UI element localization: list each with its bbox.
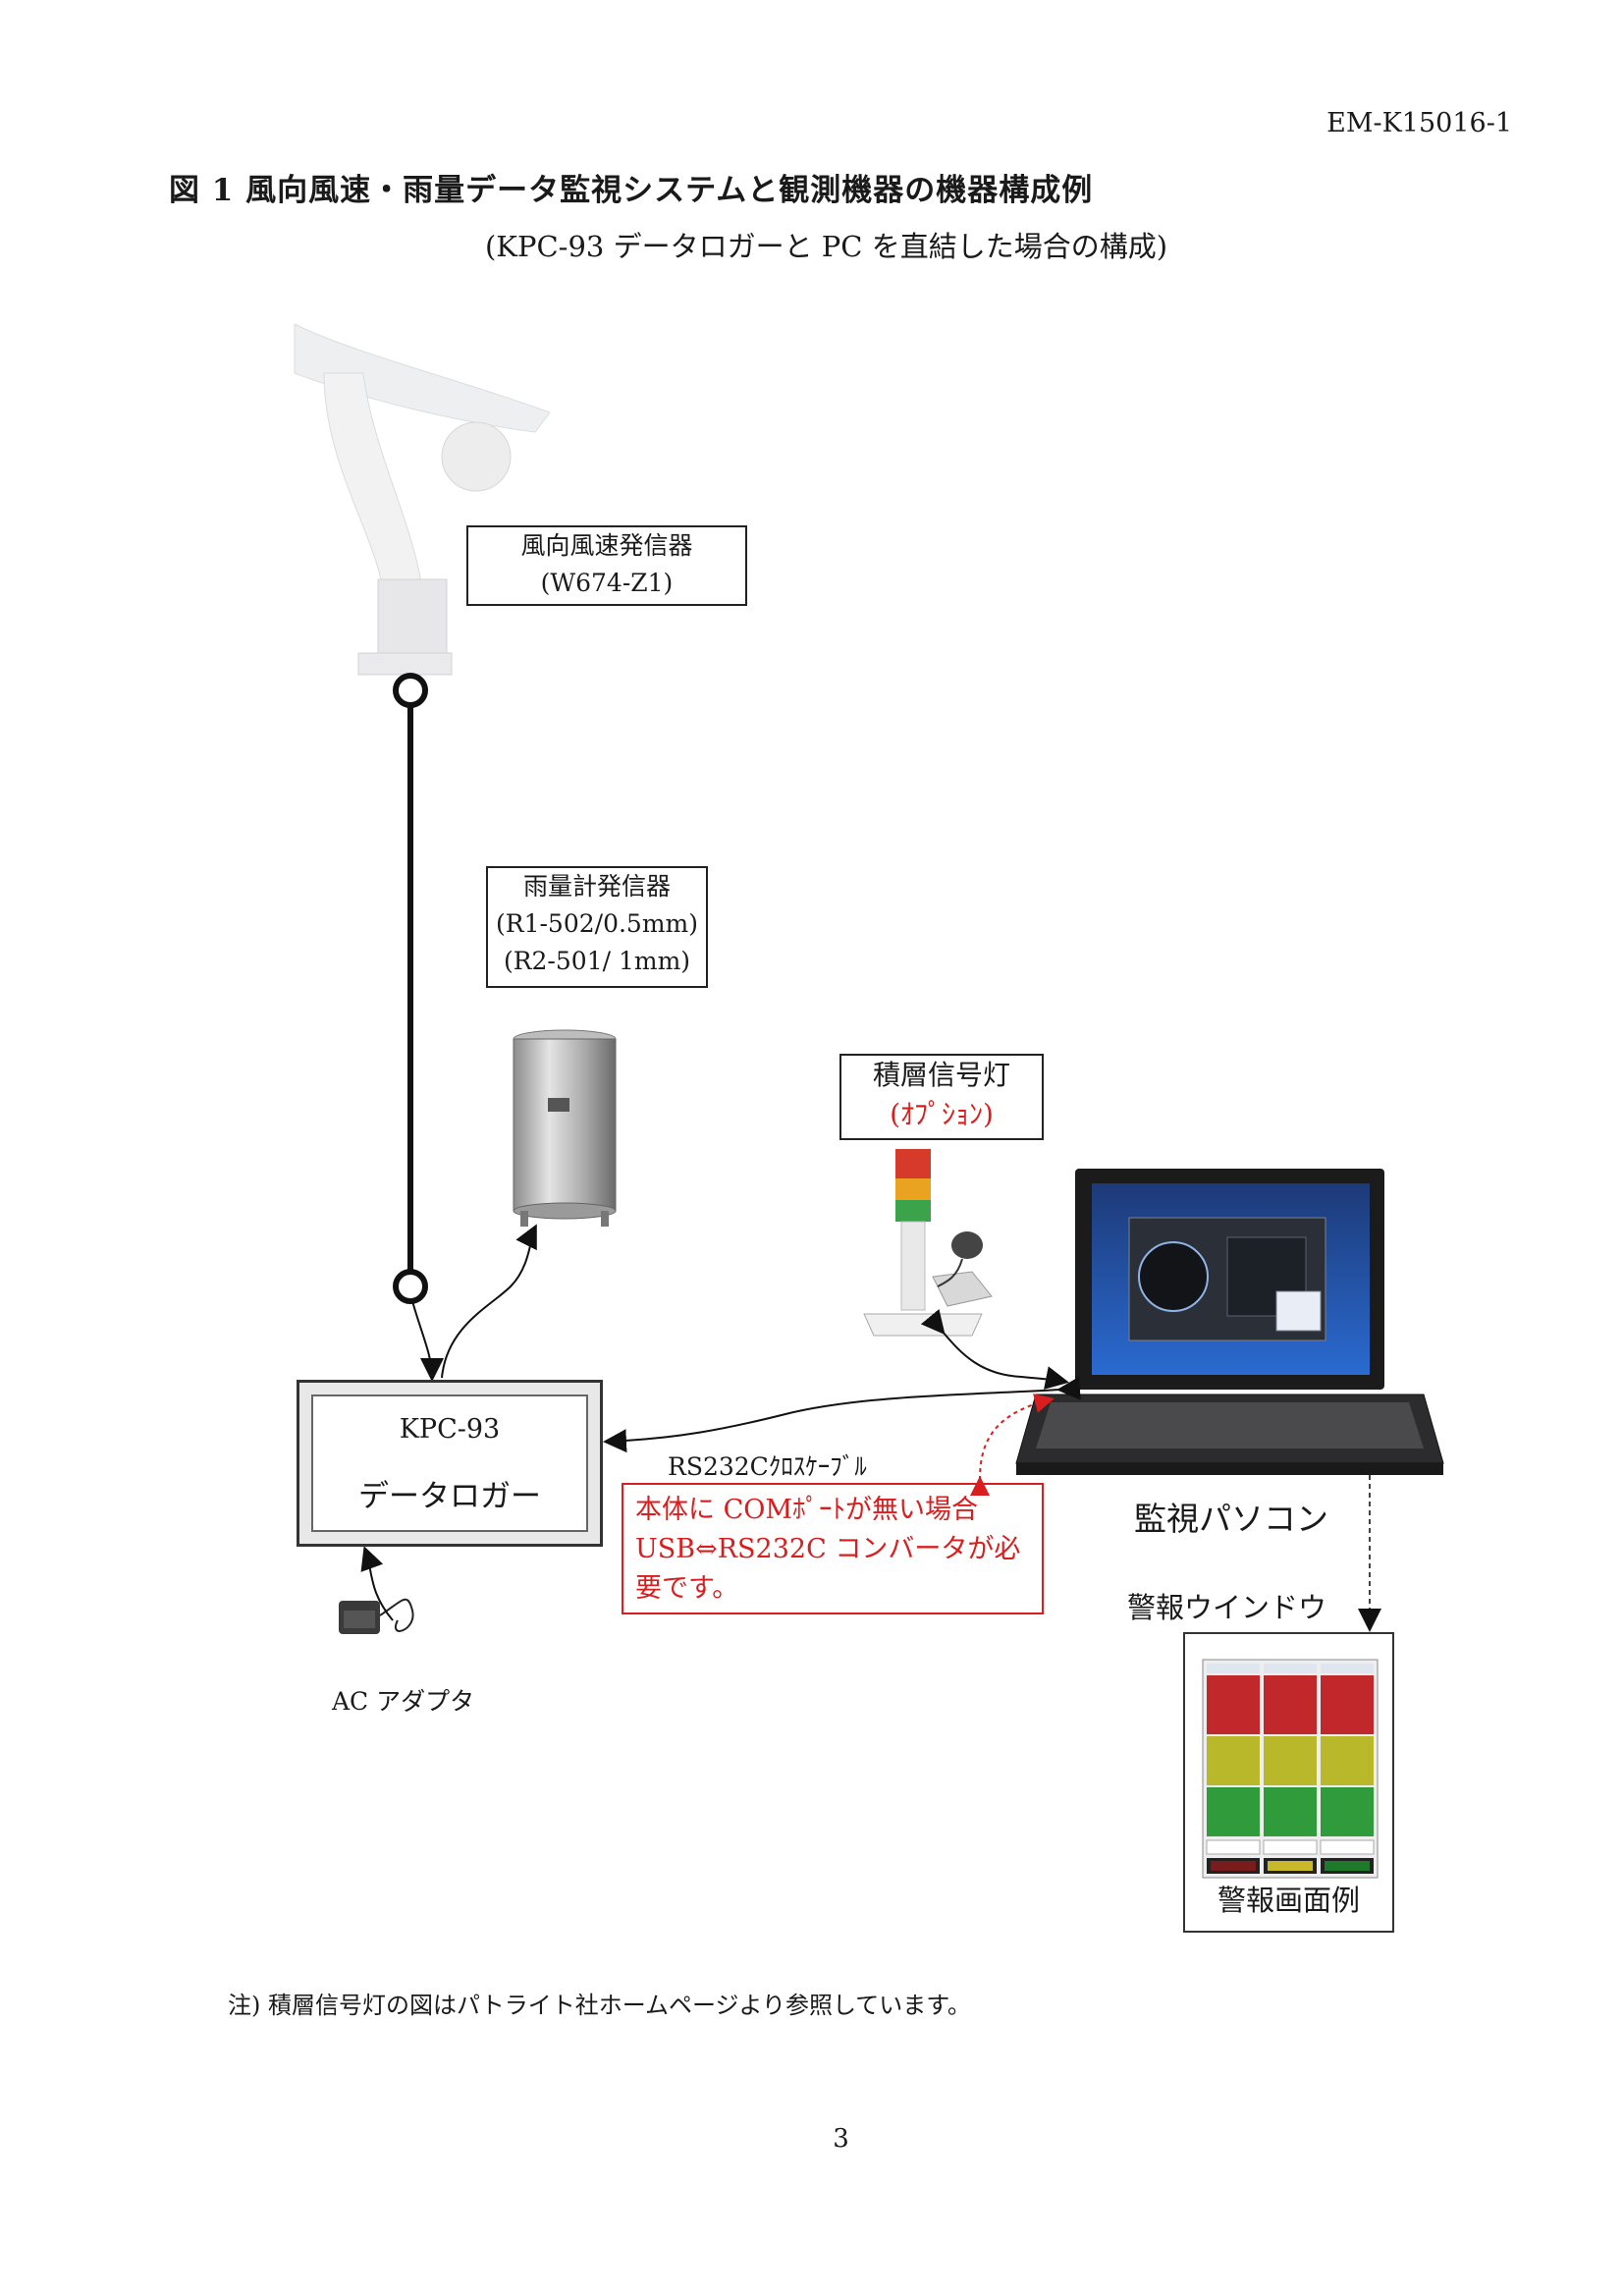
alarm-window-example: 警報画面例 [1183,1632,1394,1933]
monitoring-pc-label: 監視パソコン [1134,1500,1328,1538]
converter-note-line-2: USB⇔RS232C コンバータが必 [635,1534,1021,1564]
data-logger-box: KPC-93 データロガー [297,1380,603,1547]
laptop-illustration [1015,1169,1444,1475]
ac-adapter-cable [360,1546,394,1621]
converter-note: 本体に COMﾎﾟｰﾄが無い場合 USB⇔RS232C コンバータが必 要です。 [622,1483,1044,1614]
page-number: 3 [833,2124,849,2154]
document-id: EM-K15016-1 [1326,108,1512,138]
signal-light-name: 積層信号灯 [872,1059,1010,1091]
data-logger-model: KPC-93 [399,1414,501,1445]
rs232c-cable [603,1376,1081,1453]
wind-sensor-label: 風向風速発信器 (W674-Z1) [466,525,747,606]
figure-title: 図 1 風向風速・雨量データ監視システムと観測機器の機器構成例 [169,173,1094,208]
converter-note-arrow [969,1394,1055,1497]
figure-subtitle: (KPC-93 データロガーと PC を直結した場合の構成) [484,230,1168,263]
signal-light-option: (ｵﾌﾟｼｮﾝ) [890,1098,994,1130]
alarm-column-1 [1206,1664,1261,1874]
alarm-column-3 [1320,1664,1375,1874]
rs232c-cable-label: RS232Cｸﾛｽｹｰﾌﾞﾙ [668,1452,867,1481]
rain-gauge-name: 雨量計発信器 [522,872,671,901]
rain-gauge-model-1: (R1-502/0.5mm) [496,909,698,938]
ac-adapter-illustration [339,1598,414,1634]
footnote: 注) 積層信号灯の図はパトライト社ホームページより参照しています。 [228,1992,971,2019]
converter-note-line-3: 要です。 [635,1573,739,1604]
signal-light-label: 積層信号灯 (ｵﾌﾟｼｮﾝ) [839,1054,1044,1140]
alarm-screen-drawing [1202,1659,1379,1879]
wind-sensor-cable [393,673,444,1382]
alarm-screen-caption: 警報画面例 [1217,1884,1360,1917]
data-logger-name: データロガー [358,1479,541,1514]
wind-sensor-name: 風向風速発信器 [520,531,693,560]
converter-note-line-1: 本体に COMﾎﾟｰﾄが無い場合 [635,1495,979,1525]
rain-gauge-label: 雨量計発信器 (R1-502/0.5mm) (R2-501/ 1mm) [486,866,708,988]
rain-gauge-illustration [513,1029,617,1227]
alarm-window-label: 警報ウインドウ [1127,1591,1327,1624]
wind-sensor-model: (W674-Z1) [540,569,674,597]
ac-adapter-label: AC アダプタ [332,1687,475,1716]
signal-light-cable [920,1308,1069,1390]
wind-sensor-illustration [294,323,551,676]
signal-light-illustration [863,1149,993,1337]
rain-gauge-model-2: (R2-501/ 1mm) [503,947,691,975]
rain-gauge-cable [441,1224,537,1379]
alarm-column-2 [1263,1664,1318,1874]
